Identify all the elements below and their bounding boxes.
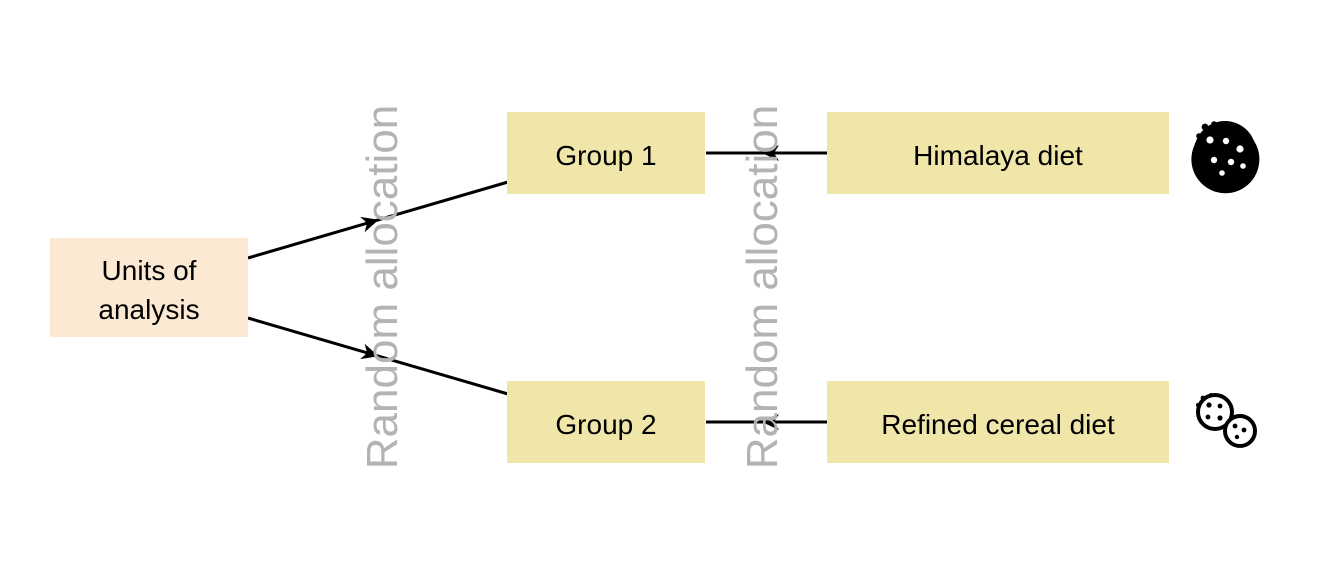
node-refined-cereal-diet: Refined cereal diet bbox=[827, 381, 1169, 463]
random-allocation-right: Random allocation bbox=[738, 105, 787, 469]
units-label-line2: analysis bbox=[98, 294, 199, 325]
arrowhead-units-group2 bbox=[360, 343, 379, 360]
edges bbox=[247, 145, 828, 430]
arrowhead-units-group1 bbox=[360, 216, 379, 233]
node-group-2: Group 2 bbox=[507, 381, 705, 463]
node-units-of-analysis: Units of analysis bbox=[50, 238, 248, 337]
arrowhead-refined-group2 bbox=[762, 414, 779, 430]
cookie-icon bbox=[1191, 121, 1260, 194]
refined-cereal-diet-label: Refined cereal diet bbox=[881, 409, 1115, 440]
cookies-icon bbox=[1196, 393, 1257, 448]
node-himalaya-diet: Himalaya diet bbox=[827, 112, 1169, 194]
random-allocation-left: Random allocation bbox=[358, 105, 407, 469]
group-2-label: Group 2 bbox=[555, 409, 656, 440]
units-label-line1: Units of bbox=[102, 255, 197, 286]
arrowhead-himalaya-group1 bbox=[762, 145, 779, 161]
group-1-label: Group 1 bbox=[555, 140, 656, 171]
node-group-1: Group 1 bbox=[507, 112, 705, 194]
himalaya-diet-label: Himalaya diet bbox=[913, 140, 1083, 171]
